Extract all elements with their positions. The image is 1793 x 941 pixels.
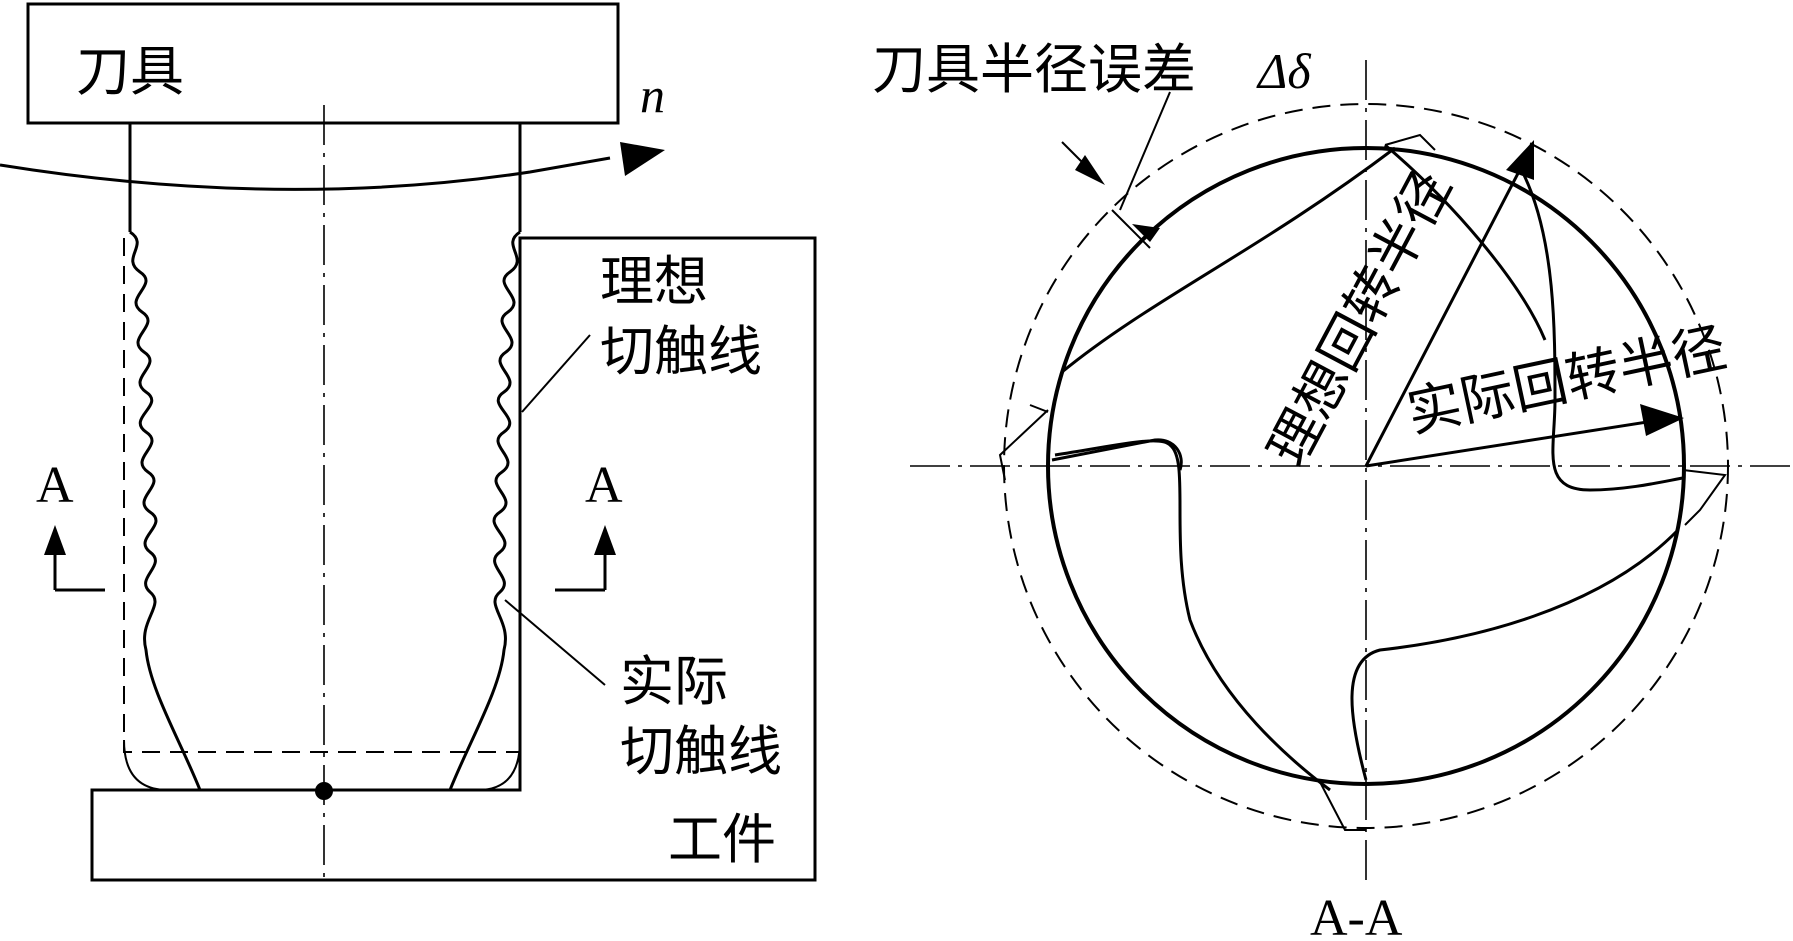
edge-chamfer-top [1384,133,1436,151]
ideal-label-2: 切触线 [600,320,762,383]
edge-chamfer-left [998,404,1049,481]
radius-error-symbol: Δδ [1256,43,1311,99]
section-marker-left: A [36,457,105,592]
radius-error-dimension: 刀具半径误差 Δδ [872,38,1311,249]
tool-holder [26,2,620,125]
section-letter-left: A [36,457,74,514]
ideal-corner-outline [123,739,521,791]
workpiece-outline [90,236,817,882]
actual-contact-line-left [129,230,202,791]
contact-point [315,782,333,800]
edge-chamfer-right [1682,469,1727,526]
actual-leader [504,599,606,686]
section-letter-right: A [585,457,623,514]
rotation-arrow [0,156,611,191]
actual-label-1: 实际 [620,650,728,713]
rotation-arrowhead [620,142,665,176]
actual-label-2: 切触线 [620,720,782,783]
ideal-circle [1003,103,1729,829]
flute-arc-right [1384,143,1547,341]
left-view: 刀具 n 工件 理想 切触线 实际 切触线 A [0,2,817,885]
section-marker-right: A [555,457,623,592]
workpiece-label: 工件 [668,808,776,871]
edge-chamfer-bottom [1319,781,1366,831]
ideal-label-1: 理想 [600,250,708,313]
radius-error-label: 刀具半径误差 [872,38,1196,101]
flute-top [1061,146,1396,374]
ideal-radius-arrowhead [1506,140,1534,180]
flute-bottom [1350,528,1680,781]
rotation-label: n [640,67,665,123]
actual-radius-arrowhead [1640,404,1684,436]
ideal-radius-arrow [1364,157,1528,467]
flute-left-tooth [1051,438,1183,471]
ideal-leader [521,334,591,413]
ideal-contact-line [123,238,521,753]
section-label: A-A [1310,890,1403,941]
right-view: 理想回转半径 实际回转半径 刀具半径误差 Δδ A-A [872,38,1793,941]
tool-label: 刀具 [76,40,184,103]
flute-left [1054,439,1331,792]
actual-circle [1046,146,1686,786]
actual-radius-arrow [1365,418,1661,468]
actual-contact-line-right [448,230,521,791]
